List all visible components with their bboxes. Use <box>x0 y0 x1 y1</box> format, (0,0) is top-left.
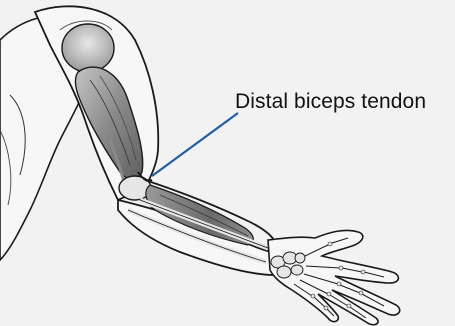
leader-line <box>152 113 238 176</box>
distal-biceps-tendon-label: Distal biceps tendon <box>235 90 426 114</box>
deltoid-muscle <box>62 24 114 72</box>
